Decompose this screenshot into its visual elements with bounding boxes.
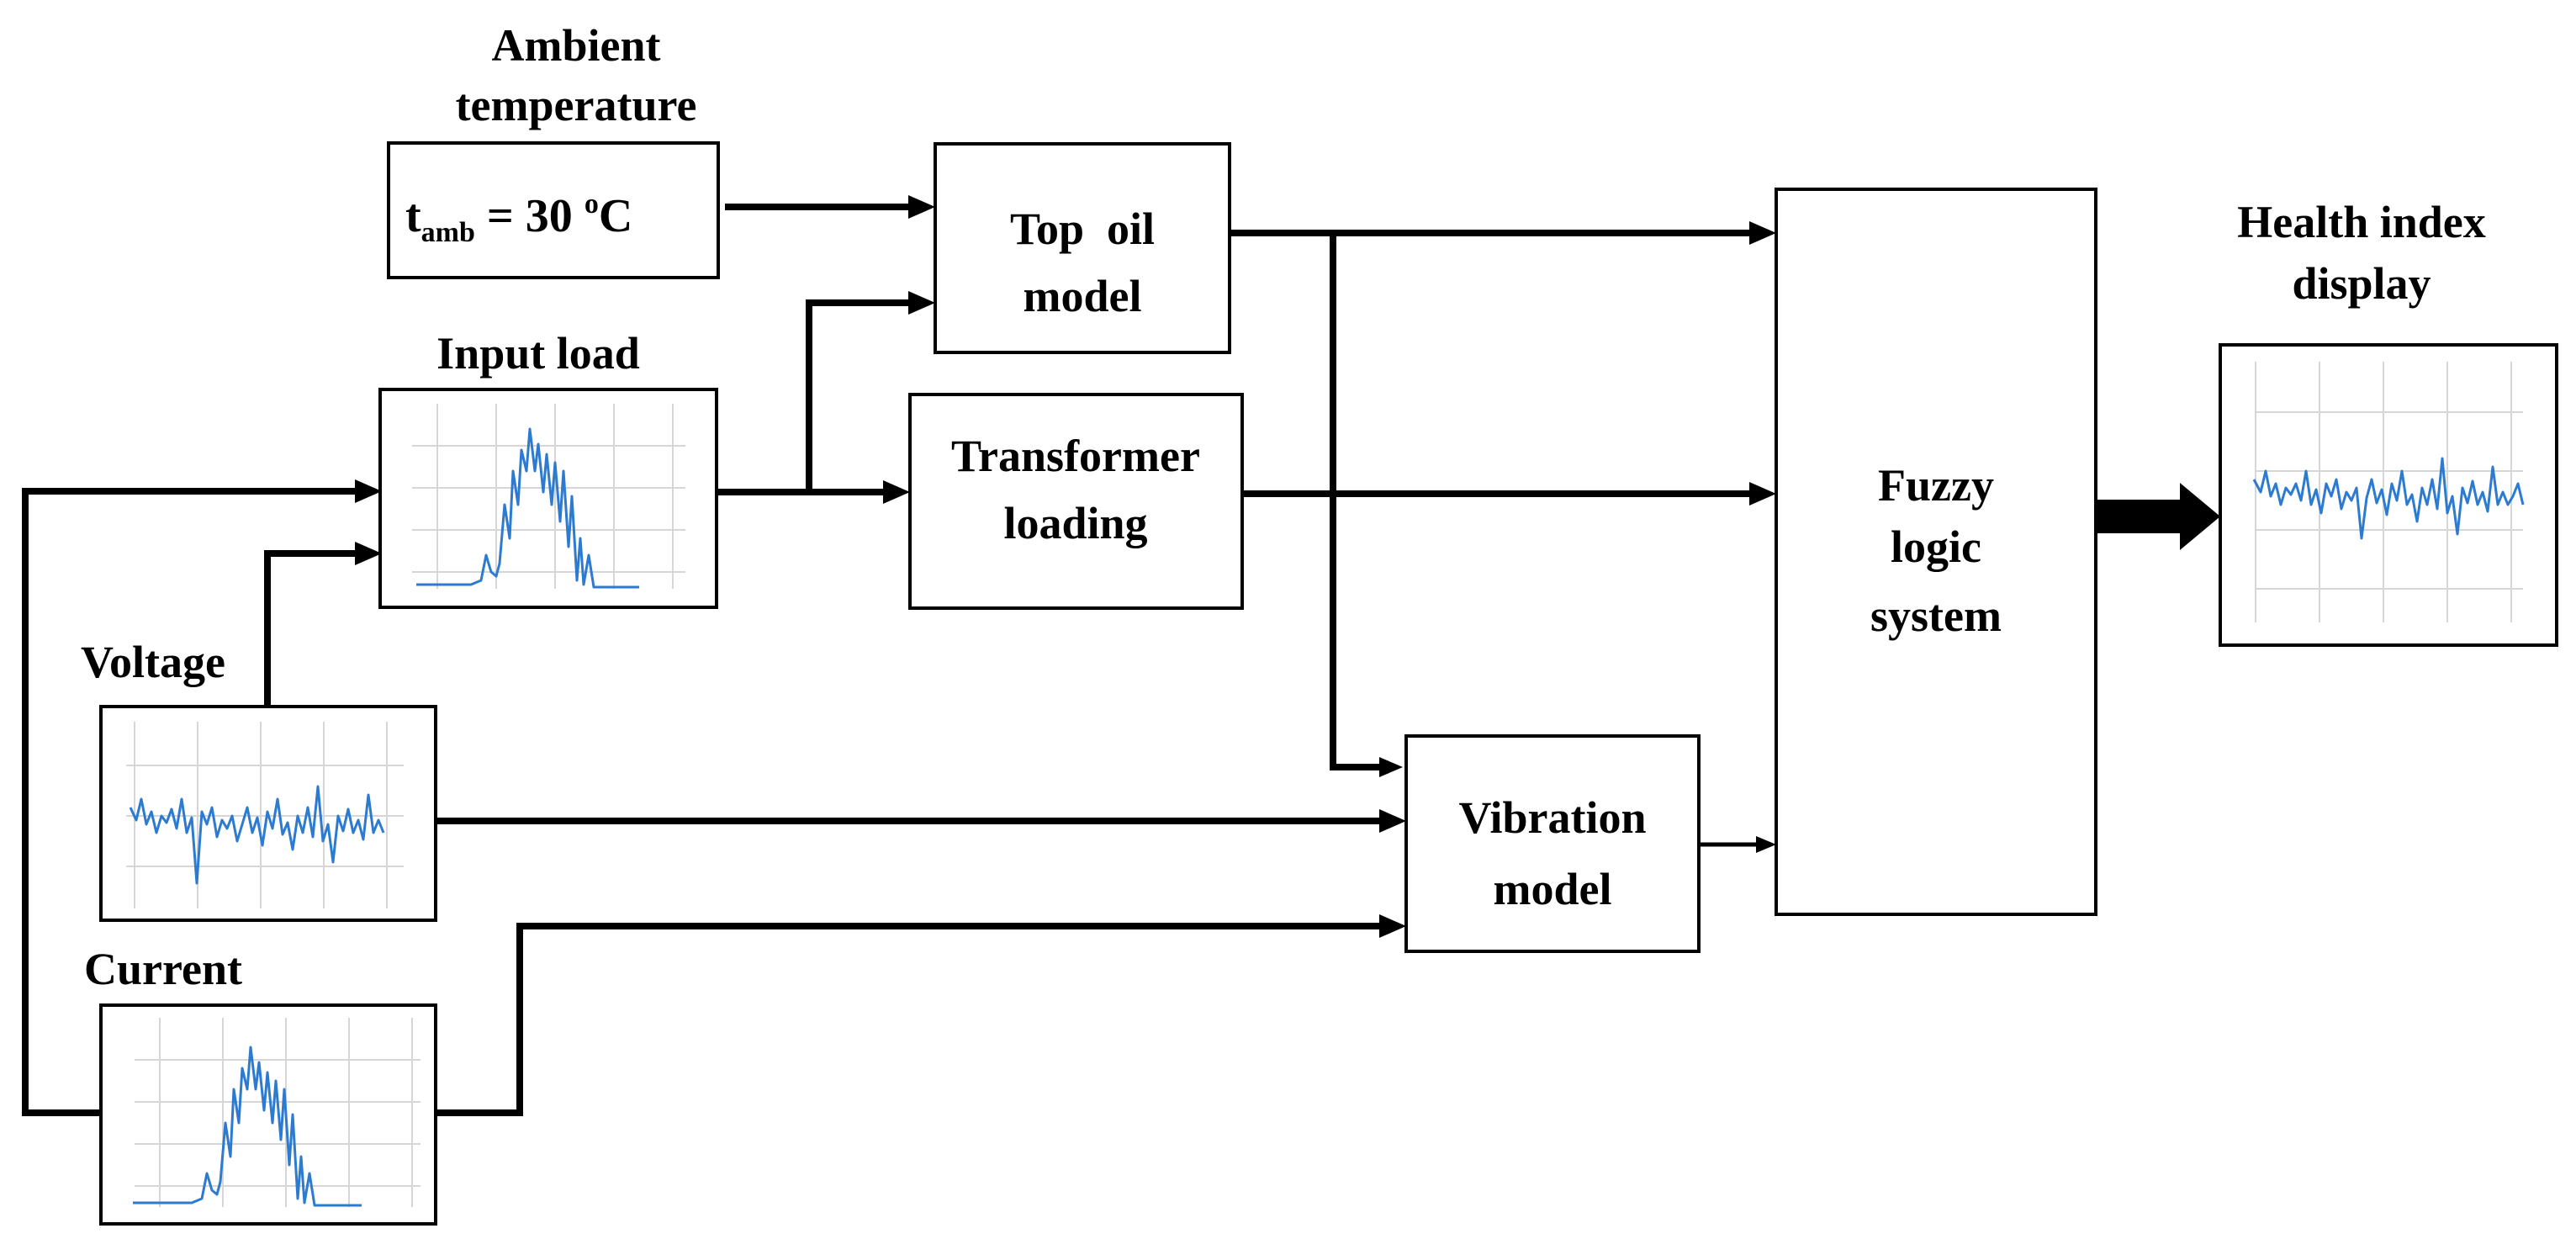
health-index-block: Health index display bbox=[2219, 197, 2558, 647]
input-load-label: Input load bbox=[436, 328, 640, 379]
vibration-label-line1: Vibration bbox=[1458, 792, 1646, 843]
ambient-value: tamb = 30 oC bbox=[405, 188, 632, 248]
arrow-voltage-to-inputload bbox=[264, 550, 355, 707]
ambient-label-line2: temperature bbox=[456, 80, 697, 130]
input-load-plot bbox=[412, 404, 685, 589]
transformer-label-line2: loading bbox=[1003, 498, 1147, 548]
arrow-current-to-inputload bbox=[22, 488, 355, 1116]
transformer-loading-block: Transformer loading bbox=[908, 393, 1244, 610]
arrow-fuzzy-to-health bbox=[2096, 483, 2220, 550]
connections bbox=[22, 195, 2220, 1116]
input-load-plot-box bbox=[378, 388, 718, 609]
top-oil-model-block: Top oil model bbox=[934, 142, 1231, 354]
health-label-line1: Health index bbox=[2237, 197, 2486, 247]
health-index-plot bbox=[2252, 362, 2525, 622]
voltage-label: Voltage bbox=[81, 637, 225, 687]
fuzzy-label-line1: Fuzzy bbox=[1878, 460, 1994, 511]
ambient-temperature-block: Ambient temperature tamb = 30 oC bbox=[387, 20, 720, 279]
voltage-signal-trace bbox=[129, 785, 385, 885]
ambient-value-box bbox=[387, 141, 720, 279]
voltage-block: Voltage bbox=[81, 637, 437, 922]
input-load-signal-trace bbox=[416, 427, 639, 589]
voltage-plot bbox=[126, 722, 404, 908]
fuzzy-label-line2: logic bbox=[1891, 522, 1981, 572]
current-signal-trace bbox=[133, 1046, 362, 1207]
ambient-label-line1: Ambient bbox=[492, 20, 661, 71]
top-oil-model-box bbox=[934, 142, 1231, 354]
fuzzy-label-line3: system bbox=[1870, 590, 2002, 641]
arrow-topoil-to-vibration bbox=[1330, 233, 1379, 770]
top-oil-label-line1: Top oil bbox=[1010, 204, 1155, 254]
fuzzy-logic-block: Fuzzy logic system bbox=[1775, 188, 2097, 916]
vibration-label-line2: model bbox=[1494, 864, 1612, 914]
transformer-label-line1: Transformer bbox=[951, 431, 1200, 481]
top-oil-label-line2: model bbox=[1024, 271, 1142, 321]
input-load-block: Input load bbox=[378, 328, 718, 609]
transformer-loading-box bbox=[908, 393, 1244, 610]
vibration-model-box bbox=[1404, 734, 1701, 953]
current-label: Current bbox=[84, 944, 242, 994]
arrow-inputload-to-topoil bbox=[806, 299, 908, 492]
current-block: Current bbox=[84, 944, 437, 1226]
fuzzy-logic-box bbox=[1775, 188, 2097, 916]
health-label-line2: display bbox=[2292, 258, 2431, 309]
vibration-model-block: Vibration model bbox=[1404, 734, 1701, 953]
arrow-current-to-vibration bbox=[436, 923, 1379, 1116]
health-index-signal-trace bbox=[2252, 457, 2525, 540]
current-plot-box bbox=[99, 1003, 437, 1226]
current-plot bbox=[133, 1018, 421, 1207]
